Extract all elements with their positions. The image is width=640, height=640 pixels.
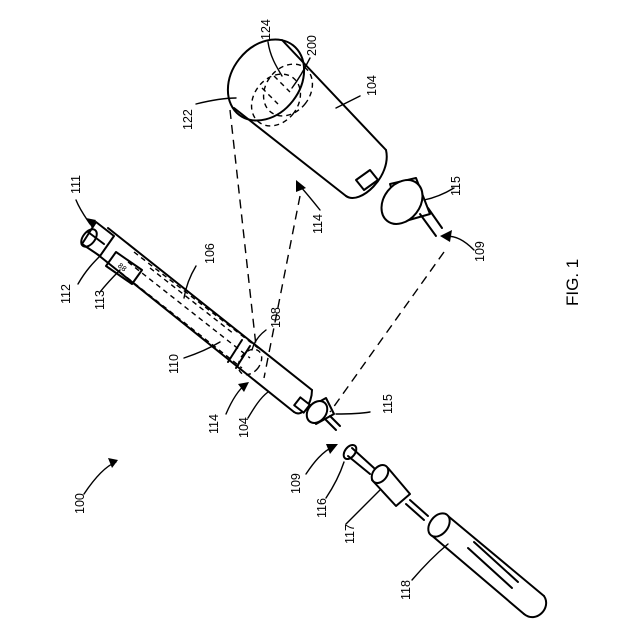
label-117: 117 <box>343 524 357 544</box>
label-109-lower: 109 <box>289 473 303 494</box>
label-104-upper: 104 <box>365 75 379 96</box>
label-110: 110 <box>167 354 181 374</box>
label-112: 112 <box>59 284 73 304</box>
label-111: 111 <box>69 175 83 194</box>
label-122: 122 <box>181 109 195 130</box>
outer-cap <box>424 509 546 617</box>
label-116: 116 <box>315 498 329 518</box>
label-200: 200 <box>305 35 319 56</box>
label-115-lower: 115 <box>381 394 395 414</box>
label-114-upper: 114 <box>311 214 325 234</box>
label-100: 100 <box>73 493 87 514</box>
label-113: 113 <box>93 290 107 310</box>
label-118: 118 <box>399 580 413 600</box>
needle <box>341 443 374 474</box>
enlarged-module <box>212 24 387 198</box>
label-124: 124 <box>259 19 273 40</box>
label-114-lower: 114 <box>207 414 221 434</box>
label-106: 106 <box>203 243 217 264</box>
label-104-lower: 104 <box>237 417 251 438</box>
label-109-upper: 109 <box>473 241 487 262</box>
label-115-upper: 115 <box>449 176 463 196</box>
needle-hub-upper <box>373 172 442 236</box>
figure-caption: FIG. 1 <box>563 259 582 306</box>
inner-cap <box>368 462 428 520</box>
projection-lines <box>230 110 444 412</box>
label-108: 108 <box>269 307 283 328</box>
needle-hub-lower <box>303 397 340 430</box>
